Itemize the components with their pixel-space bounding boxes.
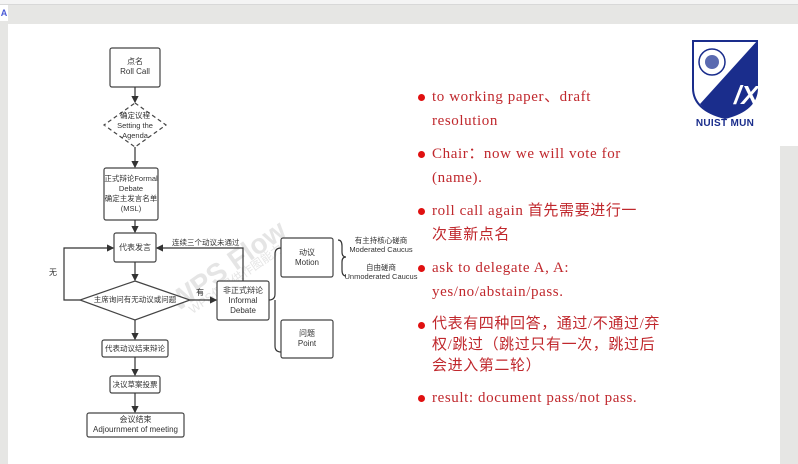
bullet-item: 代表有四种回答，通过/不通过/弃权/跳过（跳过只有一次，跳过后会进入第二轮） [418,314,668,377]
no-label: 无 [49,268,57,277]
bullet-dot-icon [418,151,425,158]
bullet-dot-icon [418,265,425,272]
bullet-dot-icon [418,395,425,402]
logo-text: NUIST MUN [695,118,755,129]
agenda-diamond [102,102,168,148]
bullet-item: roll call again 首先需要进行一次重新点名 [418,200,668,247]
bullet-item: ask to delegate A, A:yes/no/abstain/pass… [418,257,668,304]
bullet-item: Chair：now we will vote for(name). [418,143,668,190]
ruler [0,0,798,5]
app-icon[interactable]: A [0,5,8,21]
bullet-dot-icon [418,208,425,215]
vote-label: 决议草案投票 [112,380,158,389]
point-box [280,319,334,359]
svg-text:/X: /X [733,80,760,110]
bullet-dot-icon [418,322,425,329]
three-fail-label: 连续三个动议未通过 [172,238,240,247]
motion-box [280,237,334,278]
speech-label: 代表发言 [119,243,151,252]
bullet-item: result: document pass/not pass. [418,387,668,411]
end-debate-label: 代表动议结束辩论 [105,344,165,353]
decision-label: 主席询问有无动议或问题 [93,295,177,304]
nuist-mun-logo: /X [692,40,760,120]
bullet-dot-icon [418,94,425,101]
slide-edge [780,24,798,146]
yes-label: 有 [196,288,204,297]
formal-debate-box [103,167,159,221]
